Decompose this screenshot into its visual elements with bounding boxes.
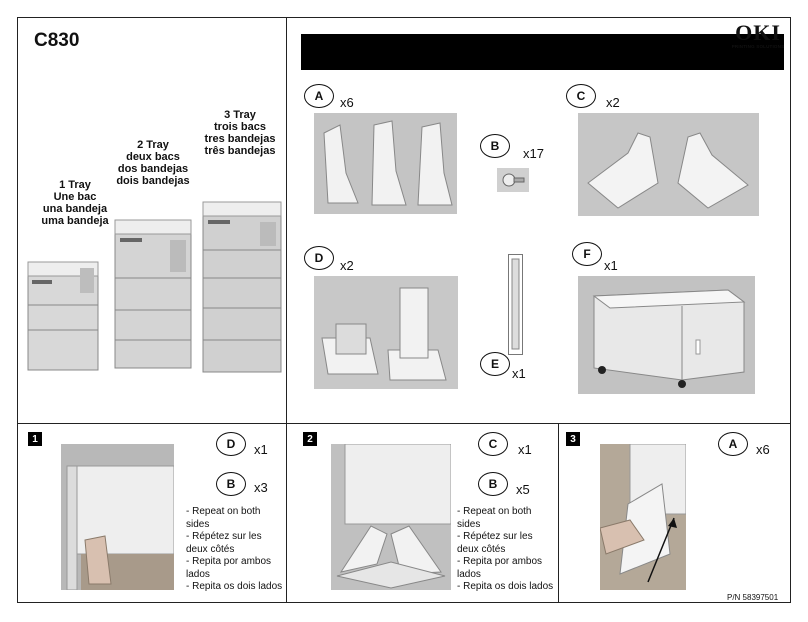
part-b-circle: B — [480, 134, 510, 158]
step-1-note-2: - Répétez sur les deux côtés — [186, 531, 262, 555]
part-a-qty: x6 — [340, 95, 354, 110]
oki-logo-tagline: PRINTING SOLUTIONS — [731, 44, 785, 49]
page-frame — [17, 17, 791, 603]
part-c-photo — [578, 113, 759, 216]
step-2-note-2: - Répétez sur les deux côtés — [457, 531, 533, 555]
part-f-circle: F — [572, 242, 602, 266]
part-a-circle: A — [304, 84, 334, 108]
tray-label-2: 2 Tray deux bacs dos bandejas dois bande… — [116, 139, 190, 187]
part-f-photo — [578, 276, 755, 394]
part-b-photo — [497, 168, 529, 192]
step-2-illustration — [331, 444, 451, 590]
step-1-part-d-qty: x1 — [254, 442, 268, 457]
step-2-number: 2 — [303, 432, 317, 446]
step-3-illustration — [600, 444, 686, 590]
step-3-photo — [600, 444, 686, 590]
row-divider — [17, 423, 791, 424]
step-2-note-3: - Repita por ambos lados — [457, 556, 543, 580]
tray-label-3: 3 Tray trois bacs tres bandejas três ban… — [204, 109, 276, 157]
step-2-note-1: - Repeat on both sides — [457, 506, 532, 530]
step-1-illustration — [61, 444, 174, 590]
step-1-notes: - Repeat on both sides - Répétez sur les… — [186, 506, 284, 594]
printer-2-tray — [114, 219, 192, 369]
part-c-circle: C — [566, 84, 596, 108]
step-2-part-b-qty: x5 — [516, 482, 530, 497]
part-d-brackets-illustration — [314, 276, 458, 389]
tray-label-1: 1 Tray Une bac una bandeja uma bandeja — [41, 179, 109, 227]
part-d-qty: x2 — [340, 258, 354, 273]
step-1-part-b-circle: B — [216, 472, 246, 496]
part-d-photo — [314, 276, 458, 389]
step-1-part-b-qty: x3 — [254, 480, 268, 495]
screw-icon — [502, 173, 525, 187]
printer-configurations-illustration — [27, 201, 282, 373]
step-3-number: 3 — [566, 432, 580, 446]
step-1-part-d-circle: D — [216, 432, 246, 456]
part-e-photo — [508, 254, 523, 355]
step-2-photo — [331, 444, 451, 590]
step-1-note-3: - Repita por ambos lados — [186, 556, 272, 580]
part-b-qty: x17 — [523, 146, 544, 161]
printer-3-tray — [202, 201, 282, 373]
oki-logo: OKI PRINTING SOLUTIONS — [730, 22, 786, 50]
part-e-qty: x1 — [512, 366, 526, 381]
printer-1-tray — [27, 261, 99, 371]
step-2-note-4: - Repita os dois lados — [457, 581, 554, 592]
part-a-brackets-illustration — [314, 113, 457, 214]
part-f-qty: x1 — [604, 258, 618, 273]
part-number: P/N 58397501 — [727, 593, 779, 602]
part-d-circle: D — [304, 246, 334, 270]
step-1-note-4: - Repita os dois lados — [186, 581, 283, 592]
step-3-part-a-qty: x6 — [756, 442, 770, 457]
step-1-note-1: - Repeat on both sides — [186, 506, 261, 530]
step-2-part-c-circle: C — [478, 432, 508, 456]
header-banner — [301, 34, 784, 70]
column-divider — [286, 17, 287, 603]
step-2-part-c-qty: x1 — [518, 442, 532, 457]
step-2-notes: - Repeat on both sides - Répétez sur les… — [457, 506, 557, 594]
step-3-part-a-circle: A — [718, 432, 748, 456]
part-c-feet-illustration — [578, 113, 759, 216]
model-title: C830 — [34, 30, 80, 51]
step-1-number: 1 — [28, 432, 42, 446]
oki-logo-word: OKI — [735, 20, 781, 45]
part-e-circle: E — [480, 352, 510, 376]
part-f-cabinet-illustration — [578, 276, 755, 394]
part-e-rail-illustration — [511, 258, 520, 350]
part-c-qty: x2 — [606, 95, 620, 110]
part-a-photo — [314, 113, 457, 214]
step-1-photo — [61, 444, 174, 590]
step-divider — [558, 423, 559, 603]
step-2-part-b-circle: B — [478, 472, 508, 496]
